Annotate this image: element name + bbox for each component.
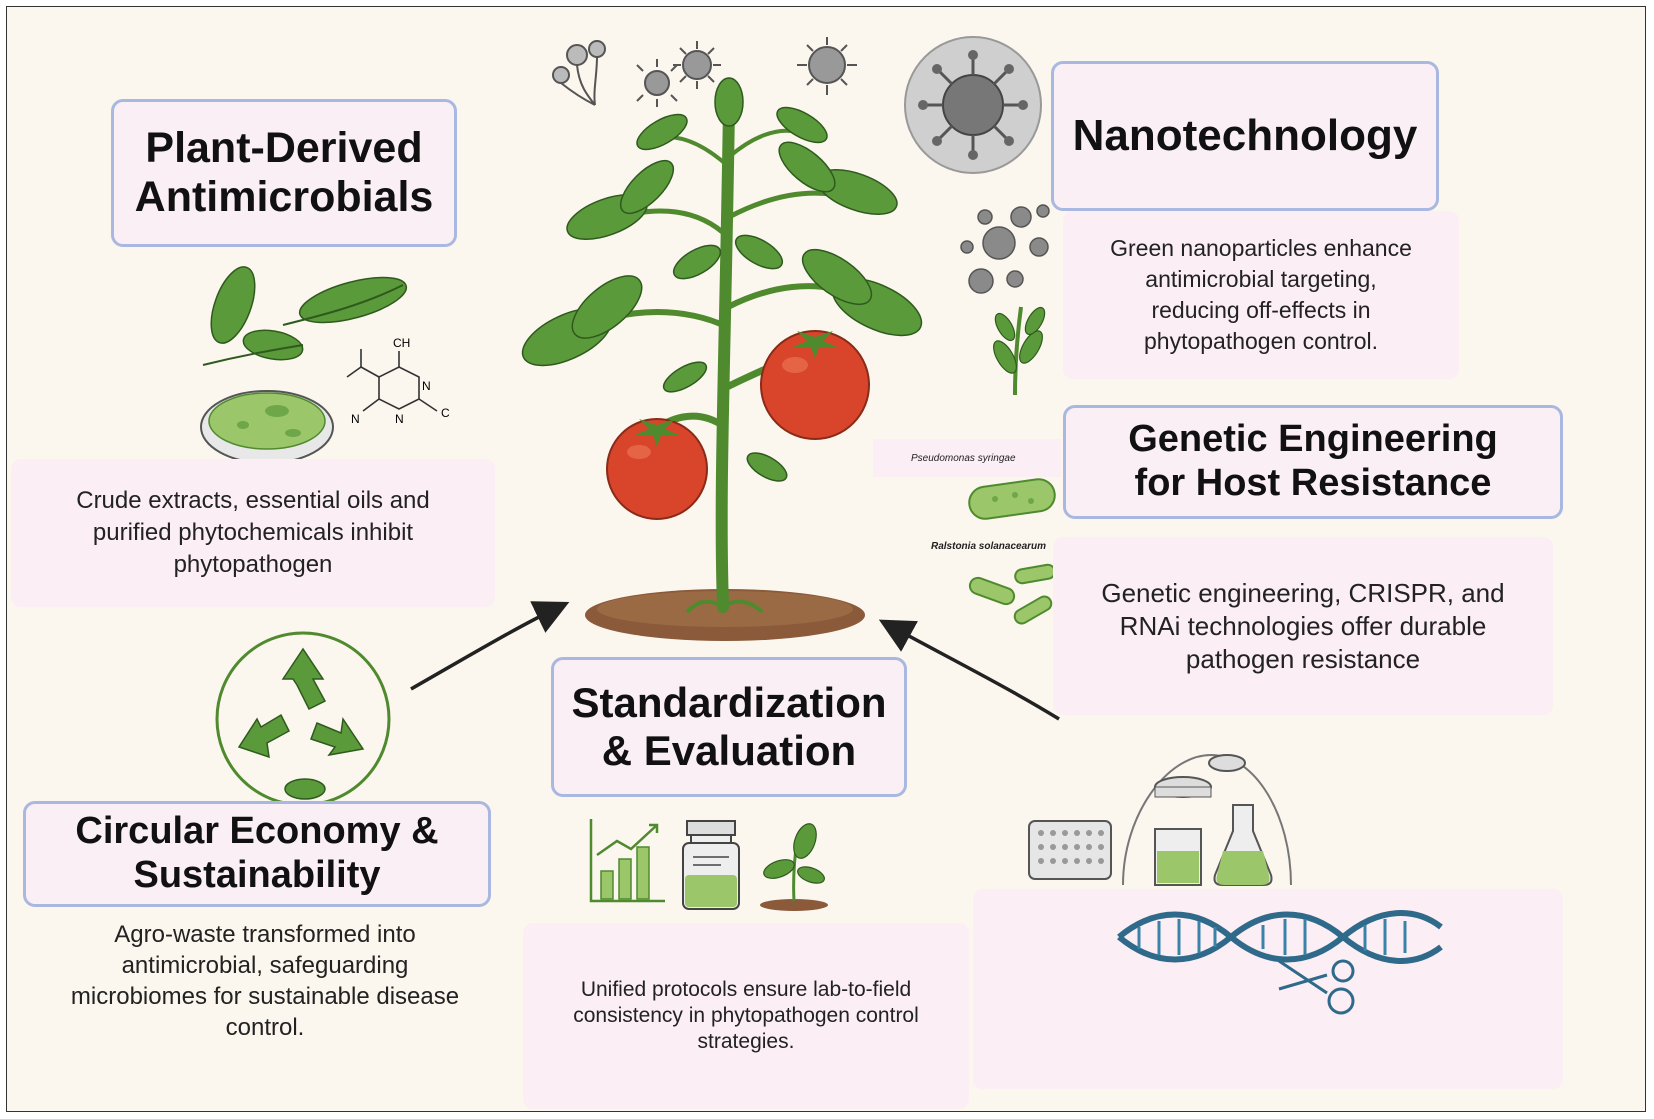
dna-panel [973,889,1563,1089]
scissors-icon [1278,959,1355,1015]
genetic-engineering-title: Genetic Engineering for Host Resistance [1063,405,1563,519]
pathogen-label: Pseudomonas syringae [911,453,1016,464]
nanotechnology-title: Nanotechnology [1051,61,1439,211]
svg-text:N: N [351,412,360,426]
pathogen-label-bg [873,439,1061,477]
diagram-canvas: Plant-Derived Antimicrobials CH N N C N [6,6,1646,1112]
bacteria-icon [968,563,1056,625]
plant-derived-description: Crude extracts, essential oils and purif… [11,459,495,607]
nanoparticle-icon [904,36,1042,174]
standardization-title: Standardization & Evaluation [551,657,907,797]
recycle-icon [215,631,391,807]
tomato-plant-icon [521,77,923,641]
svg-text:C: C [441,406,450,420]
svg-text:N: N [395,412,404,426]
beaker-icon [1028,753,1292,886]
circular-economy-description: Agro-waste transformed into antimicrobia… [70,921,460,1041]
bacteria-icon [968,478,1056,520]
petri-dish-icon [200,390,334,464]
genetic-engineering-description: Genetic engineering, CRISPR, and RNAi te… [1053,537,1553,715]
svg-text:N: N [422,379,431,393]
dna-icon [1117,910,1443,964]
chart-icon [589,819,665,903]
sprout-icon [760,823,828,911]
leaf-icon [202,266,408,366]
plant-derived-title: Plant-Derived Antimicrobials [111,99,457,247]
standardization-description: Unified protocols ensure lab-to-field co… [523,923,969,1109]
nanoparticle-cluster-icon [960,204,1050,294]
pathogen-label: Ralstonia solanacearum [931,541,1047,552]
circular-economy-title: Circular Economy & Sustainability [23,801,491,907]
molecule-icon: CH N N C N [346,336,450,426]
well-plate-icon [1028,820,1112,880]
pathogen-icon [552,37,857,107]
molecule-label: CH [393,336,410,350]
nanotechnology-description: Green nanoparticles enhance antimicrobia… [1063,211,1459,379]
sprout-icon [993,306,1046,396]
jar-icon [682,820,740,910]
